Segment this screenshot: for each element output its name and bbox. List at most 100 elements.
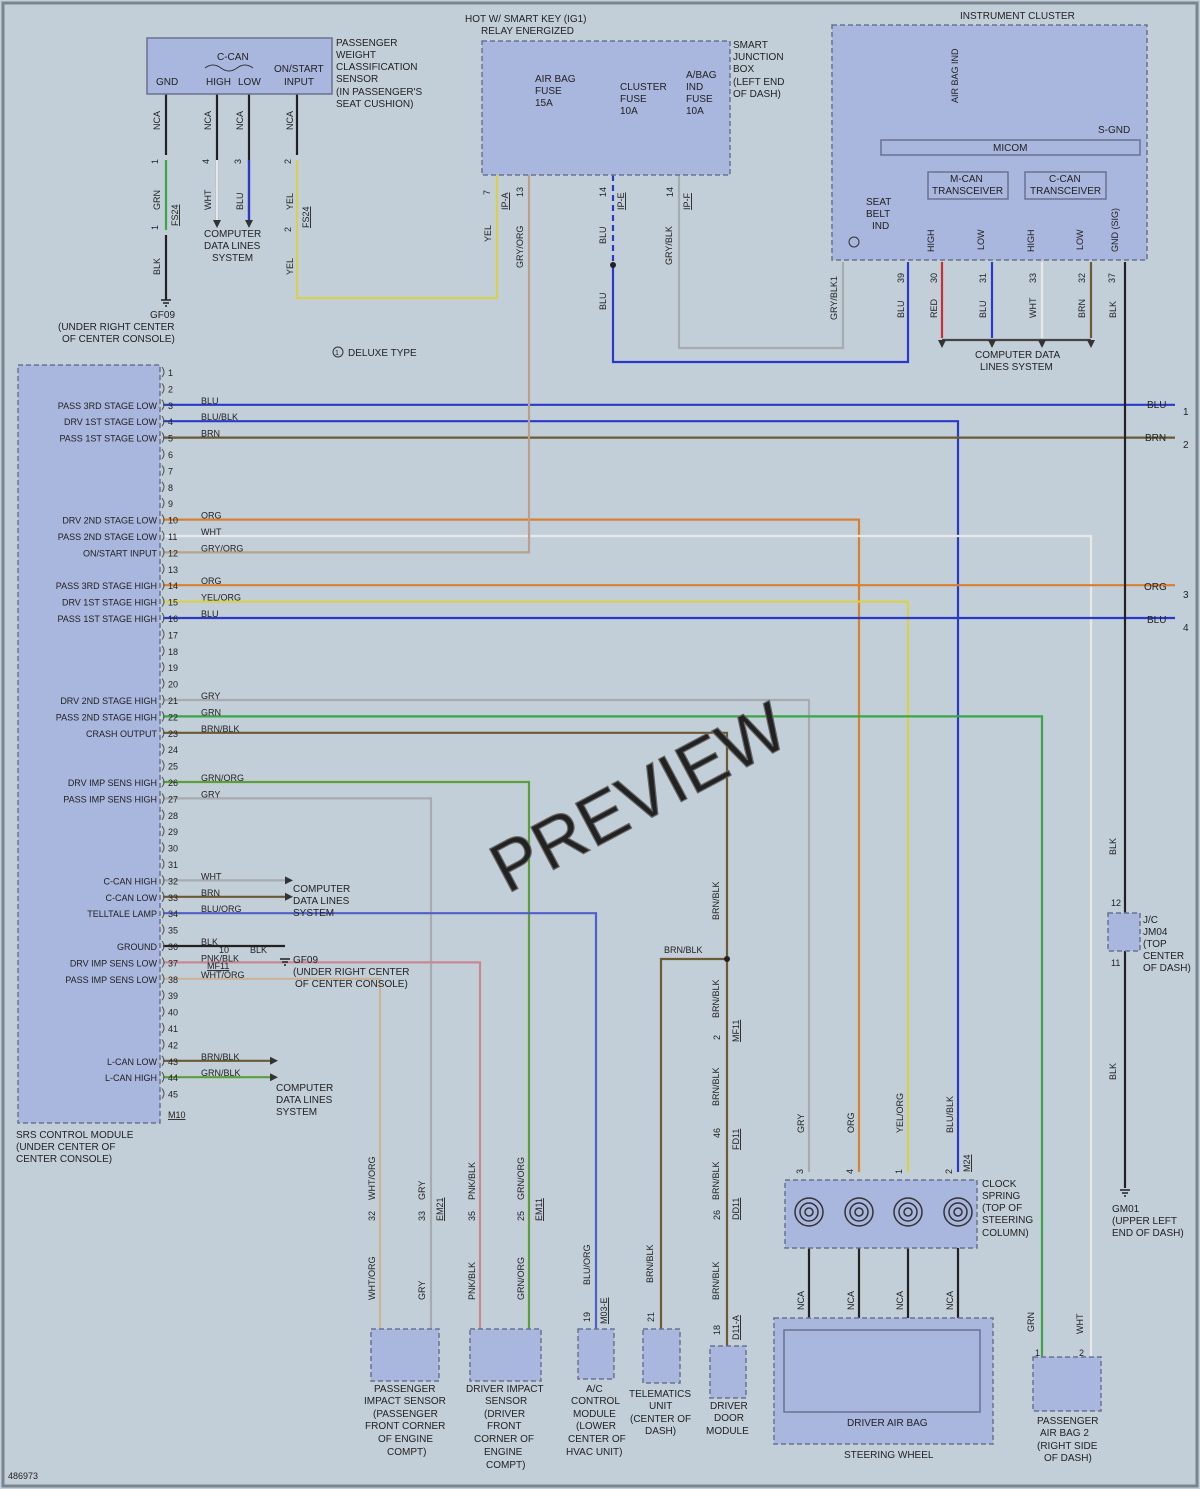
svg-text:GF09: GF09 [293,955,318,966]
deluxe-marker-icon [848,236,860,248]
svg-text:M03-E: M03-E [599,1297,609,1324]
svg-text:WEIGHT: WEIGHT [336,50,376,61]
svg-text:BRN/BLK: BRN/BLK [711,1161,721,1200]
svg-text:ORG: ORG [846,1112,856,1133]
svg-text:WHT: WHT [203,189,213,210]
ccan-transceiver [1024,171,1107,200]
srs-pin-tick [161,1055,165,1067]
svg-text:D11-A: D11-A [731,1315,741,1340]
srs-pin-tick [161,629,165,640]
svg-text:PASSENGER: PASSENGER [1037,1416,1099,1427]
wire-drv-1st-high [163,600,910,1172]
srs-pin-44: 44 [168,1073,178,1083]
srs-pin-tick [161,448,165,460]
svg-text:NCA: NCA [203,111,213,130]
srs-pin-14: 14 [168,581,178,591]
srs-pin-tick [161,579,165,591]
splice-dot [610,262,616,268]
arrow-icon [1087,340,1095,348]
svg-text:BLU: BLU [1147,615,1166,626]
svg-text:32: 32 [1077,273,1087,283]
svg-text:HVAC UNIT): HVAC UNIT) [566,1447,622,1458]
srs-pin-tick [161,711,165,722]
srs-title-3: CENTER CONSOLE) [16,1154,112,1165]
srs-wire-4: BLU/BLK [201,412,238,422]
pwcs-cdl: COMPUTER DATA LINES SYSTEM [204,229,261,264]
svg-text:33: 33 [417,1211,427,1221]
srs-pin-9: 9 [168,499,173,509]
svg-text:BRN/BLK: BRN/BLK [711,979,721,1018]
svg-text:(LEFT END: (LEFT END [733,77,785,88]
svg-text:GRN: GRN [152,190,162,210]
srs-pin-29: 29 [168,827,178,837]
pwcs-ccan-label: C-CAN [217,52,249,63]
svg-text:35: 35 [467,1211,477,1221]
srs-pin-43: 43 [168,1057,178,1067]
srs-pin-28: 28 [168,811,178,821]
svg-text:GRN/ORG: GRN/ORG [516,1157,526,1200]
srs-pin-tick [161,530,165,542]
svg-text:3: 3 [795,1169,805,1174]
svg-text:(PASSENGER: (PASSENGER [373,1409,438,1420]
svg-text:HIGH: HIGH [1026,230,1036,253]
svg-text:AIR BAG 2: AIR BAG 2 [1040,1428,1089,1439]
srs-wire-23: BRN/BLK [201,724,240,734]
srs-pin-tick [161,1006,165,1017]
svg-text:EM21: EM21 [435,1197,445,1221]
coil-icon [844,1197,874,1227]
srs-pin-8: 8 [168,483,173,493]
svg-text:PNK/BLK: PNK/BLK [467,1162,477,1200]
svg-text:(UPPER LEFT: (UPPER LEFT [1112,1216,1177,1227]
srs-pin-10: 10 [168,516,178,526]
srs-pin-tick [161,497,165,509]
srs-pin-tick [161,366,165,378]
srs-label-37: DRV IMP SENS LOW [70,958,158,968]
srs-pin-tick [161,793,165,804]
srs-pin-3: 3 [168,401,173,411]
svg-text:ORG: ORG [1144,582,1167,593]
wire-pass-2nd-high [163,715,1044,1357]
srs-label-32: C-CAN HIGH [104,876,158,886]
svg-text:BLU: BLU [896,300,906,318]
svg-text:GM01: GM01 [1112,1204,1140,1215]
clock-spring-labels: CLOCK SPRING (TOP OF STEERING COLUMN) GR… [795,1093,1033,1310]
svg-text:OF CENTER CONSOLE): OF CENTER CONSOLE) [295,979,408,990]
ac-labels: A/C CONTROL MODULE (LOWER CENTER OF HVAC… [566,1244,626,1458]
srs-pin-tick [161,891,165,903]
svg-text:J/C: J/C [1143,915,1158,926]
svg-text:CLUSTER: CLUSTER [620,82,667,93]
srs-pin-15: 15 [168,598,178,608]
srs-title-1: SRS CONTROL MODULE [16,1130,134,1141]
svg-text:BLU: BLU [235,192,245,210]
svg-text:COMPUTER: COMPUTER [204,229,261,240]
srs-pin-tick [161,547,165,558]
svg-text:4: 4 [201,159,211,164]
seatbelt-ind-label: SEAT BELT IND [866,197,891,232]
srs-pin-tick [161,514,165,525]
svg-text:GRY: GRY [417,1181,427,1200]
srs-wire-36: BLK [201,937,218,947]
ccan-cdl: COMPUTER DATA LINES SYSTEM [293,884,350,919]
wire-pwcs-yel [295,160,499,300]
srs-control-module [17,364,161,1124]
pwcs-col-onstart: ON/START [274,64,324,75]
srs-pin-tick [161,957,165,968]
srs-pin-tick [161,481,165,493]
wire-drv-2nd-low [163,518,861,1172]
srs-pin-20: 20 [168,680,178,690]
srs-pin-tick [161,596,165,607]
srs-pin-tick [161,694,165,706]
srs-pin-45: 45 [168,1090,178,1100]
arrow-icon [938,340,946,348]
svg-text:COMPT): COMPT) [387,1447,426,1458]
srs-pin-tick [161,661,165,673]
svg-text:LOW: LOW [1075,229,1085,250]
svg-text:18: 18 [712,1325,722,1335]
svg-text:FUSE: FUSE [686,94,713,105]
svg-text:7: 7 [482,190,492,195]
svg-text:GRN/ORG: GRN/ORG [516,1257,526,1300]
srs-pin-tick [161,1022,165,1034]
svg-text:CORNER OF: CORNER OF [474,1434,534,1445]
srs-label-3: PASS 3RD STAGE LOW [58,401,158,411]
svg-text:25: 25 [516,1211,526,1221]
